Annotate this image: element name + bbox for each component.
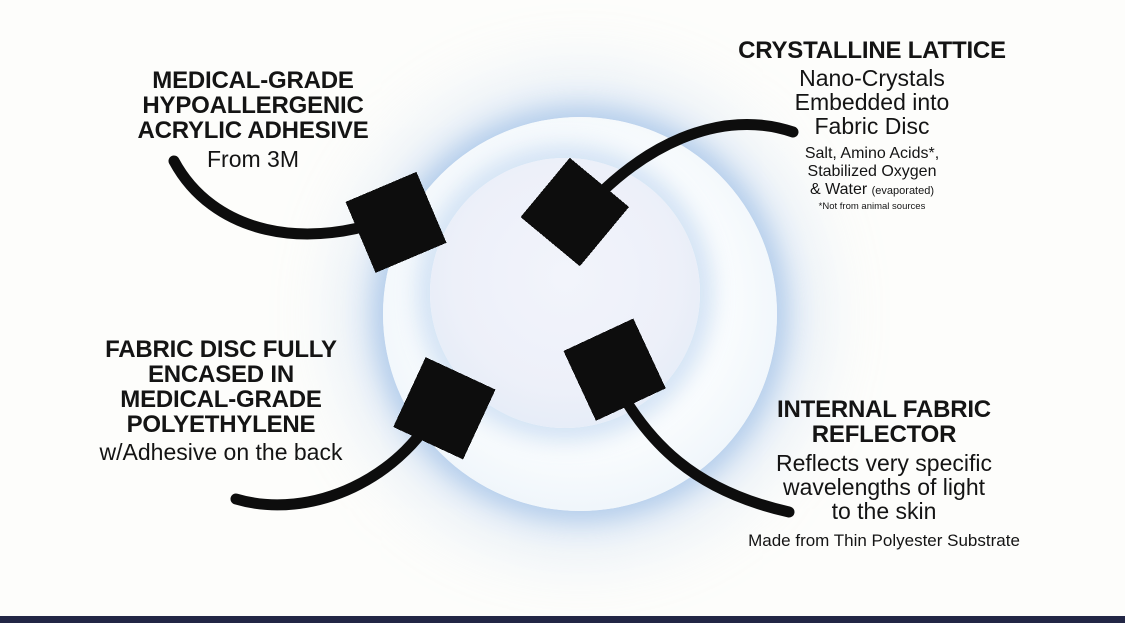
- callout-lattice-subtext-line: Embedded into: [794, 89, 950, 115]
- callout-encasing-heading-line: FABRIC DISC FULLY: [105, 336, 337, 363]
- callout-lattice-detail-line: Stabilized Oxygen: [807, 163, 937, 180]
- callout-internal-reflector: INTERNAL FABRIC REFLECTOR Reflects very …: [734, 397, 1034, 550]
- callout-adhesive-heading-line: MEDICAL-GRADE: [152, 67, 354, 94]
- callout-reflector-heading-line: REFLECTOR: [811, 421, 957, 448]
- callout-encasing-heading-line: MEDICAL-GRADE: [120, 386, 322, 413]
- callout-lattice-footnote: *Not from animal sources: [818, 201, 926, 212]
- product-disc-outer-ring: [383, 117, 777, 511]
- callout-reflector-subtext-line: Reflects very specific: [775, 450, 992, 476]
- callout-adhesive-heading-line: HYPOALLERGENIC: [142, 92, 364, 119]
- callout-lattice-detail-line: Salt, Amino Acids*,: [804, 145, 940, 162]
- product-disc-inner-fabric: [430, 158, 700, 428]
- callout-lattice-water-label: & Water: [809, 181, 868, 198]
- callout-lattice-subtext-line: Fabric Disc: [814, 113, 930, 139]
- callout-adhesive-heading-line: ACRYLIC ADHESIVE: [137, 117, 369, 144]
- callout-lattice-water-suffix: (evaporated): [871, 185, 935, 197]
- callout-encasing-subtext: w/Adhesive on the back: [99, 439, 343, 465]
- callout-encasing-heading-line: POLYETHYLENE: [126, 411, 316, 438]
- callout-reflector-heading-line: INTERNAL FABRIC: [777, 396, 991, 423]
- callout-adhesive-subtext: From 3M: [207, 146, 299, 172]
- callout-reflector-subtext-line: to the skin: [831, 498, 937, 524]
- callout-lattice-heading: CRYSTALLINE LATTICE: [738, 37, 1006, 64]
- callout-reflector-detail: Made from Thin Polyester Substrate: [748, 531, 1020, 550]
- callout-encasing-heading-line: ENCASED IN: [147, 361, 295, 388]
- callout-adhesive: MEDICAL-GRADE HYPOALLERGENIC ACRYLIC ADH…: [103, 68, 403, 171]
- callout-lattice-subtext-line: Nano-Crystals: [799, 65, 945, 91]
- callout-fabric-disc-encasing: FABRIC DISC FULLY ENCASED IN MEDICAL-GRA…: [71, 337, 371, 464]
- footer-accent-bar: [0, 616, 1125, 623]
- callout-lattice-detail-water: & Water (evaporated): [722, 181, 1022, 200]
- callout-crystalline-lattice: CRYSTALLINE LATTICE Nano-Crystals Embedd…: [722, 38, 1022, 212]
- callout-reflector-subtext-line: wavelengths of light: [782, 474, 985, 500]
